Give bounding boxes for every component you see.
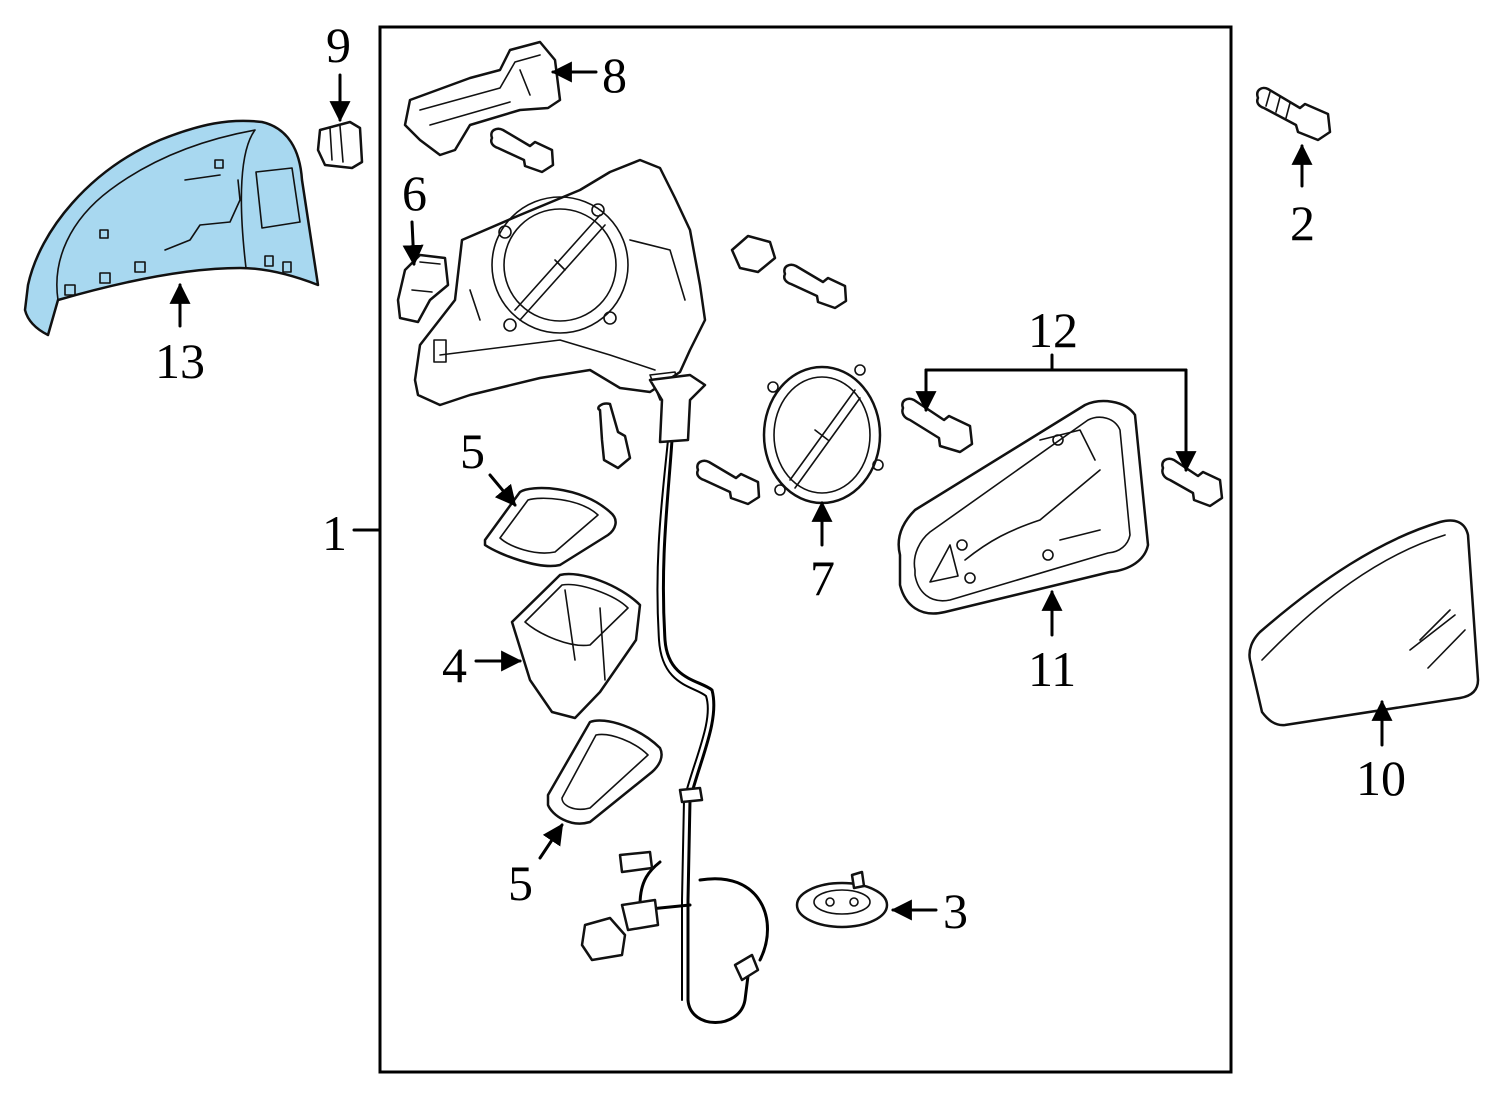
callout-5-bottom: 5 [508,855,533,911]
part-11-backing-plate[interactable] [897,399,1150,615]
part-3-grommet[interactable] [795,870,889,929]
mirror-cover-shape[interactable] [23,119,320,337]
small-clip [730,234,777,274]
screw-d [696,459,761,506]
callout-10: 10 [1356,750,1406,806]
callout-labels: 1 2 3 4 5 5 6 7 8 9 10 11 12 13 [155,17,1406,939]
part-7-motor-plate[interactable] [762,364,884,505]
screw-b [783,263,848,310]
callout-13: 13 [155,333,205,389]
part-2-screw[interactable] [1256,86,1332,142]
part-4-boot[interactable] [510,572,642,720]
assembly-frame [378,25,1233,1074]
mirror-cover-clips [64,159,292,296]
callout-12: 12 [1028,302,1078,358]
leader-lines [169,61,1393,921]
callout-6: 6 [402,165,427,221]
screw-a [490,127,555,174]
part-10-mirror-glass[interactable] [1248,519,1480,727]
callout-2: 2 [1290,195,1315,251]
callout-9: 9 [326,17,351,73]
screw-c [597,402,632,470]
mirror-cover-rim [56,129,256,301]
part-13-mirror-cover[interactable] [23,119,320,337]
motor-housing [413,158,707,407]
part-8-bracket[interactable] [403,40,562,157]
mirror-cover-recess [164,167,301,251]
screw-e [901,397,974,454]
part-5-gasket-top[interactable] [483,486,617,568]
callout-3: 3 [943,883,968,939]
part-9-clip[interactable] [316,120,364,170]
part-6-connector[interactable] [396,253,450,324]
callout-1: 1 [322,505,347,561]
callout-8: 8 [602,47,627,103]
callout-11: 11 [1028,641,1076,697]
screw-f [1161,457,1224,508]
callout-4: 4 [442,637,467,693]
callout-5-top: 5 [460,423,485,479]
callout-7: 7 [810,550,835,606]
part-5-gasket-bottom[interactable] [546,719,663,825]
wiring-harness [580,373,769,1024]
